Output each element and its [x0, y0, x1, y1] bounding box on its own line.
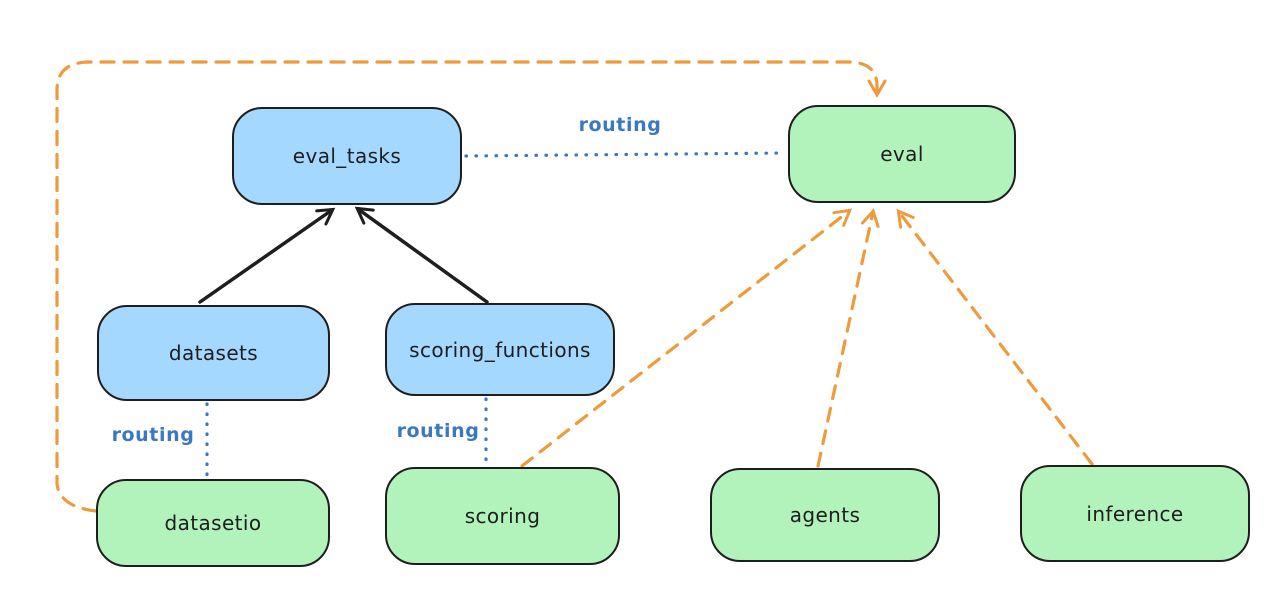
- edge-label-routing-eval-tasks-eval: routing: [578, 114, 662, 136]
- edge-scoring-functions-to-eval-tasks: [354, 206, 489, 304]
- edge-inference-to-eval: [896, 208, 1094, 466]
- edge-scoring-to-eval: [520, 208, 853, 468]
- node-datasetio-label: datasetio: [164, 511, 262, 535]
- node-scoring-functions-label: scoring_functions: [409, 337, 591, 362]
- node-scoring-label: scoring: [464, 504, 541, 528]
- edge-label-routing-datasets-datasetio: routing: [111, 424, 195, 446]
- edge-eval-tasks-to-eval-routing: [464, 151, 786, 158]
- edge-label-routing-scoring-functions-scoring: routing: [396, 420, 480, 442]
- edge-datasetio-to-eval: [55, 60, 887, 513]
- node-datasets: datasets: [97, 305, 330, 401]
- node-inference-label: inference: [1086, 501, 1184, 526]
- node-eval-tasks: eval_tasks: [232, 107, 462, 205]
- node-eval-tasks-label: eval_tasks: [292, 144, 402, 168]
- edge-datasets-to-eval-tasks: [198, 207, 336, 304]
- node-agents-label: agents: [789, 503, 861, 527]
- node-datasetio: datasetio: [96, 479, 330, 567]
- node-eval-label: eval: [880, 142, 924, 166]
- node-datasets-label: datasets: [168, 341, 259, 365]
- node-agents: agents: [710, 468, 940, 562]
- edge-agents-to-eval: [816, 208, 880, 468]
- node-inference: inference: [1020, 465, 1250, 562]
- node-scoring-functions: scoring_functions: [385, 303, 615, 396]
- node-scoring: scoring: [385, 467, 620, 565]
- node-eval: eval: [788, 105, 1016, 203]
